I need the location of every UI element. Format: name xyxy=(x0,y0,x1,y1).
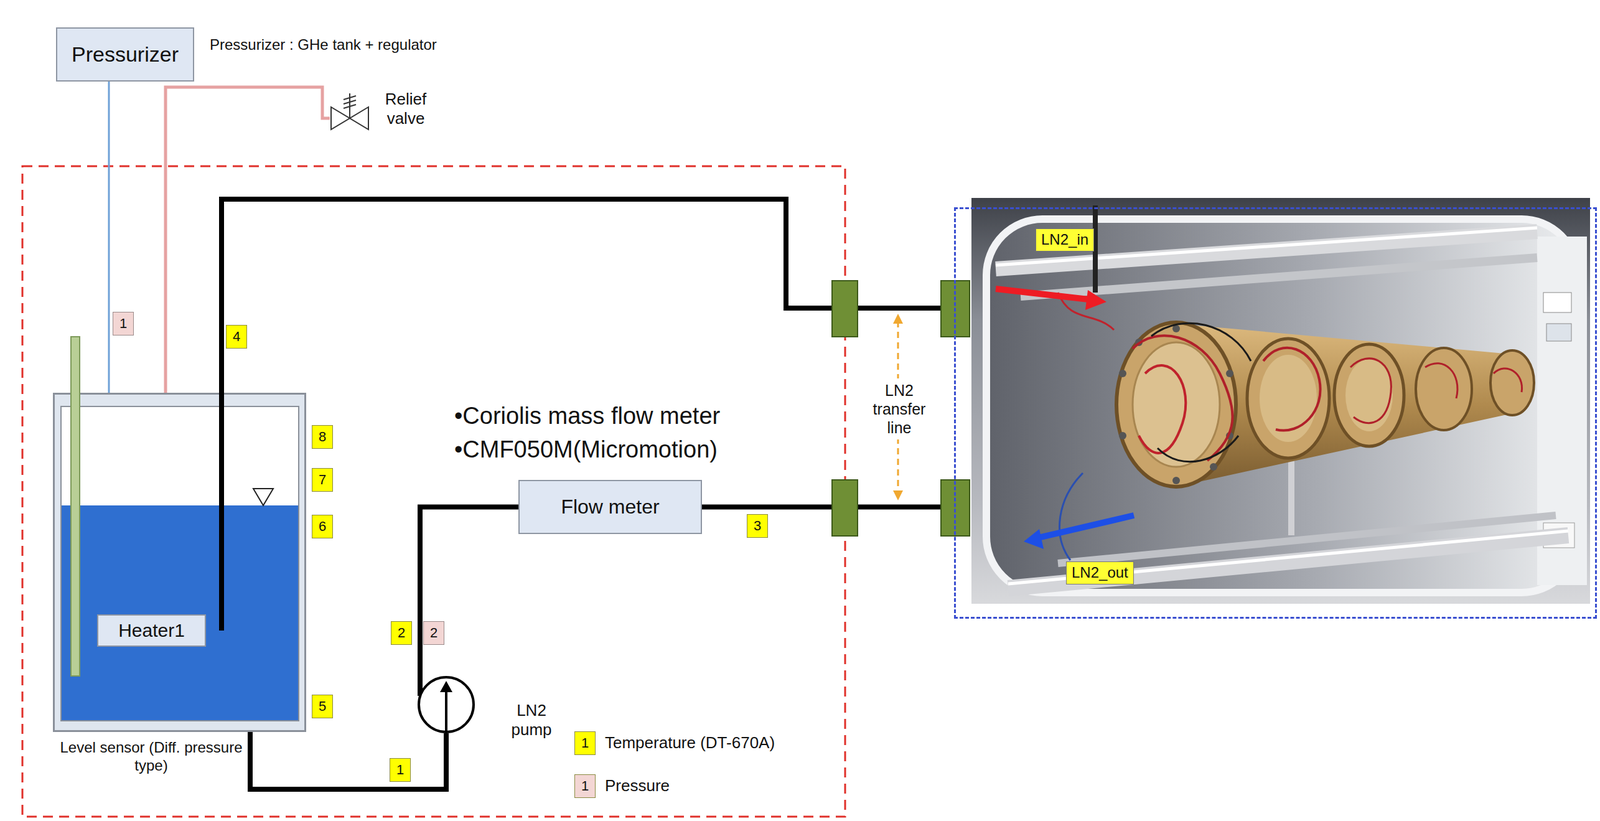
pipe-line xyxy=(221,199,955,393)
temperature-callout: 5 xyxy=(311,694,333,719)
pressurizer-note: Pressurizer : GHe tank + regulator xyxy=(209,36,437,55)
pump-symbol xyxy=(417,675,475,734)
pressure-callout: 2 xyxy=(423,621,445,645)
cryostat-photo xyxy=(971,197,1591,604)
drawing-part xyxy=(1038,515,1134,538)
temperature-callout: 4 xyxy=(225,324,248,349)
port-tag: LN2_out xyxy=(1066,561,1134,585)
coupling xyxy=(832,479,858,536)
drawing-part xyxy=(1263,347,1321,431)
drawing-part xyxy=(1151,322,1251,361)
drawing-part xyxy=(1334,344,1404,447)
pipe-line xyxy=(420,507,519,697)
valve-half xyxy=(349,107,369,130)
flow-meter-box: Flow meter xyxy=(518,479,702,534)
pump-arrow-head xyxy=(439,680,453,693)
drawing-part xyxy=(1425,363,1458,399)
drawing-part xyxy=(1132,342,1220,467)
liquid-nitrogen xyxy=(61,505,299,721)
tank-outer xyxy=(54,393,306,732)
drawing-part xyxy=(1490,350,1535,416)
pipe-line xyxy=(701,504,955,510)
pump-circle xyxy=(418,677,474,732)
legend-text: Pressure xyxy=(604,776,670,796)
return-pipe xyxy=(219,390,225,631)
ln2-tank: Level sensor (Diff. pressure type)Heater… xyxy=(52,392,307,732)
drawing-part xyxy=(1225,369,1234,378)
valve-spring xyxy=(343,104,356,109)
box-label: Heater1 xyxy=(118,619,185,642)
valve-spring xyxy=(343,100,356,104)
temperature-callout: 8 xyxy=(311,425,333,449)
tank-drawing xyxy=(52,392,307,732)
legend-swatch: 1 xyxy=(574,774,596,798)
box-label: Flow meter xyxy=(560,494,660,519)
legend-callout: 1 xyxy=(581,777,589,795)
box-label: Pressurizer xyxy=(71,41,179,68)
drawing-part xyxy=(1546,323,1572,342)
pump-arrow xyxy=(444,690,448,731)
level-mark xyxy=(253,488,274,506)
drawing-part xyxy=(1247,338,1330,459)
drawing-part xyxy=(1350,358,1391,424)
valve-label: Relief valve xyxy=(379,89,432,129)
drawing-part xyxy=(1345,359,1393,432)
drawing-part xyxy=(1138,365,1186,454)
heater-box: Heater1 xyxy=(97,614,206,647)
drawing-part xyxy=(1132,335,1233,461)
pressurizer-box: Pressurizer xyxy=(56,27,195,82)
temperature-callout: 7 xyxy=(311,467,333,492)
drawing-part xyxy=(1085,290,1107,310)
drawing-part xyxy=(1023,528,1044,549)
drawing-part xyxy=(986,219,1578,593)
ln2-pump: LN2 pump xyxy=(417,675,475,734)
drawing-part xyxy=(1059,472,1083,561)
port-tag: LN2_in xyxy=(1035,228,1095,252)
temperature-callout: 2 xyxy=(390,621,412,645)
drawing-part xyxy=(1020,257,1538,297)
temperature-callout: 1 xyxy=(389,757,411,782)
valve-half xyxy=(331,107,350,130)
pipe-line xyxy=(108,81,111,393)
drawing-part xyxy=(1543,292,1572,313)
drawing-part xyxy=(1118,431,1127,440)
level-sensor-bar xyxy=(70,336,80,676)
coupling xyxy=(832,280,858,337)
drawing-part xyxy=(1118,369,1127,378)
legend-text: Temperature (DT-670A) xyxy=(604,733,775,753)
legend-callout: 1 xyxy=(581,734,589,752)
drawing-part xyxy=(971,197,1591,604)
flowmeter-note: •Coriolis mass flow meter xyxy=(454,402,721,431)
system-region xyxy=(22,166,846,817)
drawing-part xyxy=(1057,515,1556,564)
drawing-part xyxy=(1493,368,1523,393)
sensor-label: Level sensor (Diff. pressure type) xyxy=(57,738,245,775)
drawing-part xyxy=(1157,435,1239,462)
drawing-part xyxy=(995,288,1095,300)
bracket-head xyxy=(893,313,903,324)
temperature-callout: 6 xyxy=(311,514,333,539)
drawing-part xyxy=(1172,476,1180,485)
relief-valve: Relief valve xyxy=(329,93,370,130)
pump-label: LN2 pump xyxy=(505,700,557,740)
bracket-head xyxy=(893,490,903,501)
drawing-part xyxy=(1116,322,1236,487)
pipe-line xyxy=(165,87,330,393)
legend-swatch: 1 xyxy=(574,731,596,755)
tank-inner xyxy=(60,406,299,721)
pressure-callout: 1 xyxy=(112,311,134,336)
cryostat-region: LN2_inLN2_out xyxy=(954,207,1597,619)
transfer-line-label: LN2 transfer line xyxy=(863,378,935,440)
drawing-part xyxy=(1415,347,1472,431)
pipe-line xyxy=(250,731,447,790)
flowmeter-note: •CMF050M(Micromotion) xyxy=(454,435,718,465)
relief-valve-symbol xyxy=(329,93,370,130)
temperature-callout: 3 xyxy=(746,514,768,538)
valve-spring xyxy=(343,95,356,100)
drawing-part xyxy=(1209,463,1218,471)
